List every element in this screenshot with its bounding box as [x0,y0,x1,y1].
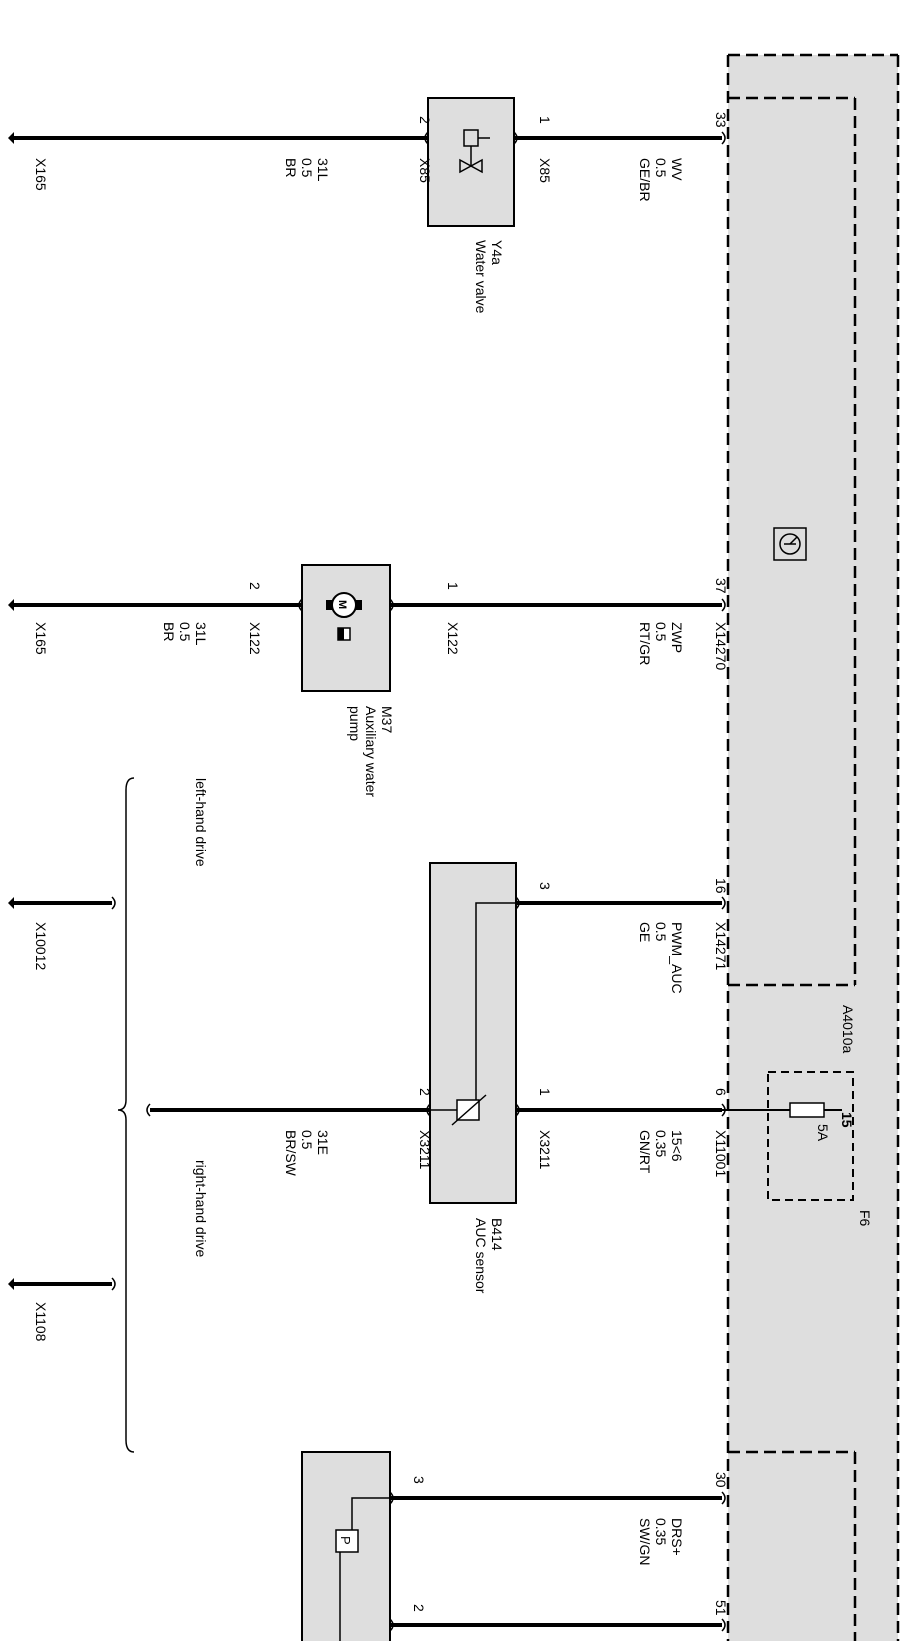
module-pin-b: 51 [713,1600,729,1616]
module-a4010a: A4010a 15 5A F6 [720,53,900,1641]
comp-pin-out: 2 [247,582,263,590]
component-name-2: pump [347,706,363,741]
comp-pin-b: 2 [411,1604,427,1612]
module-pin-ticks [721,131,726,1632]
ground-icon [8,132,14,144]
wire-color: RT/GR [637,622,653,665]
wire-size: 0.5 [653,622,669,642]
comp-pin-in: 1 [445,582,461,590]
comp-conn-out: X85 [417,158,433,183]
component-name: AUC sensor [473,1218,489,1294]
circuit-water-valve: 33 WV 0.5 GE/BR 1 X85 Y4a Water valve 2 … [8,97,729,314]
module-conn: X14270 [713,622,729,670]
comp-pin-out: 2 [417,1088,433,1096]
comp-conn-out: X122 [247,622,263,655]
gnd-size: 0.5 [177,622,193,642]
comp-pin-out: 2 [417,116,433,124]
circuit-aux-pump: M 37 X14270 ZWP 0.5 RT/GR 1 X122 M37 Aux… [8,564,729,797]
fuse-f6: 15 5A F6 [720,1071,873,1227]
color-a: SW/GN [637,1518,653,1565]
comp-conn-b: X3211 [537,1130,553,1170]
signal-a: PWM_AUC [669,922,685,994]
component-name-1: Auxiliary water [363,706,379,797]
fuse-name: F6 [857,1210,873,1227]
module-body [728,55,898,1641]
signal-name: ZWP [669,622,685,653]
fuse-icon [789,1102,825,1118]
component-code: Y4a [489,240,505,265]
gnd-signal: 31E [315,1130,331,1155]
circuit-auc-sensor: 16 X14271 PWM_AUC 0.5 GE 3 6 X11001 15<6… [8,777,729,1453]
lhd-label: left-hand drive [193,778,209,867]
wire-color: GE/BR [637,158,653,202]
signal-a: DRS+ [669,1518,685,1556]
comp-conn-in: X122 [445,622,461,655]
module-name: A4010a [840,1005,856,1053]
gnd-signal: 31L [193,622,209,646]
ground-icon [8,897,14,909]
svg-text:M: M [336,600,348,609]
ground-id: X165 [33,158,49,191]
gnd-color: BR [161,622,177,641]
module-pin-b: 6 [713,1088,729,1096]
color-b: GN/RT [637,1130,653,1174]
ground-rhd: X1108 [33,1302,49,1342]
size-a: 0.5 [653,922,669,942]
gnd-color: BR/SW [283,1130,299,1177]
rhd-label: right-hand drive [193,1160,209,1257]
variant-brace [117,777,135,1453]
comp-conn-out: X3211 [417,1130,433,1170]
component-code: B414 [489,1218,505,1251]
ground-icon [8,1278,14,1290]
gnd-size: 0.5 [299,1130,315,1150]
ground-id: X165 [33,622,49,655]
pressure-sensor-icon: P [335,1497,390,1641]
motor-icon: M [326,592,362,641]
size-b: 0.35 [653,1130,669,1157]
comp-conn-in: X85 [537,158,553,183]
sensor-symbol: P [338,1536,353,1545]
ground-icon [8,599,14,611]
size-a: 0.35 [653,1518,669,1545]
comp-pin-in: 1 [537,116,553,124]
module-pin: 37 [713,578,729,594]
module-pin: 33 [713,112,729,128]
component-pin-ticks [111,131,520,1632]
module-pin-a: 30 [713,1472,729,1488]
auc-sensor-body [429,862,517,1204]
component-name: Water valve [473,240,489,314]
module-pin-a: 16 [713,878,729,894]
valve-icon [459,129,490,174]
wire-size: 0.5 [653,158,669,178]
module-conn-b: X11001 [713,1130,729,1177]
circuit-pressure-sensor: P 30 DRS+ 0.35 SW/GN 3 51 2 [301,1451,729,1641]
comp-pin-a: 3 [537,882,553,890]
comp-pin-a: 3 [411,1476,427,1484]
signal-b: 15<6 [669,1130,685,1162]
comp-pin-b: 1 [537,1088,553,1096]
fuse-terminal: 15 [839,1112,855,1128]
module-conn-a: X14271 [713,922,729,970]
gnd-color: BR [283,158,299,177]
component-code: M37 [379,706,395,733]
ground-lhd: X10012 [33,922,49,970]
color-a: GE [637,922,653,942]
ecu-module-icon [773,527,807,561]
gnd-signal: 31L [315,158,331,182]
signal-name: WV [669,158,685,181]
pressure-sensor-body [301,1451,391,1641]
sensor-icon [430,902,516,1126]
fuse-rating: 5A [815,1124,831,1142]
gnd-size: 0.5 [299,158,315,178]
